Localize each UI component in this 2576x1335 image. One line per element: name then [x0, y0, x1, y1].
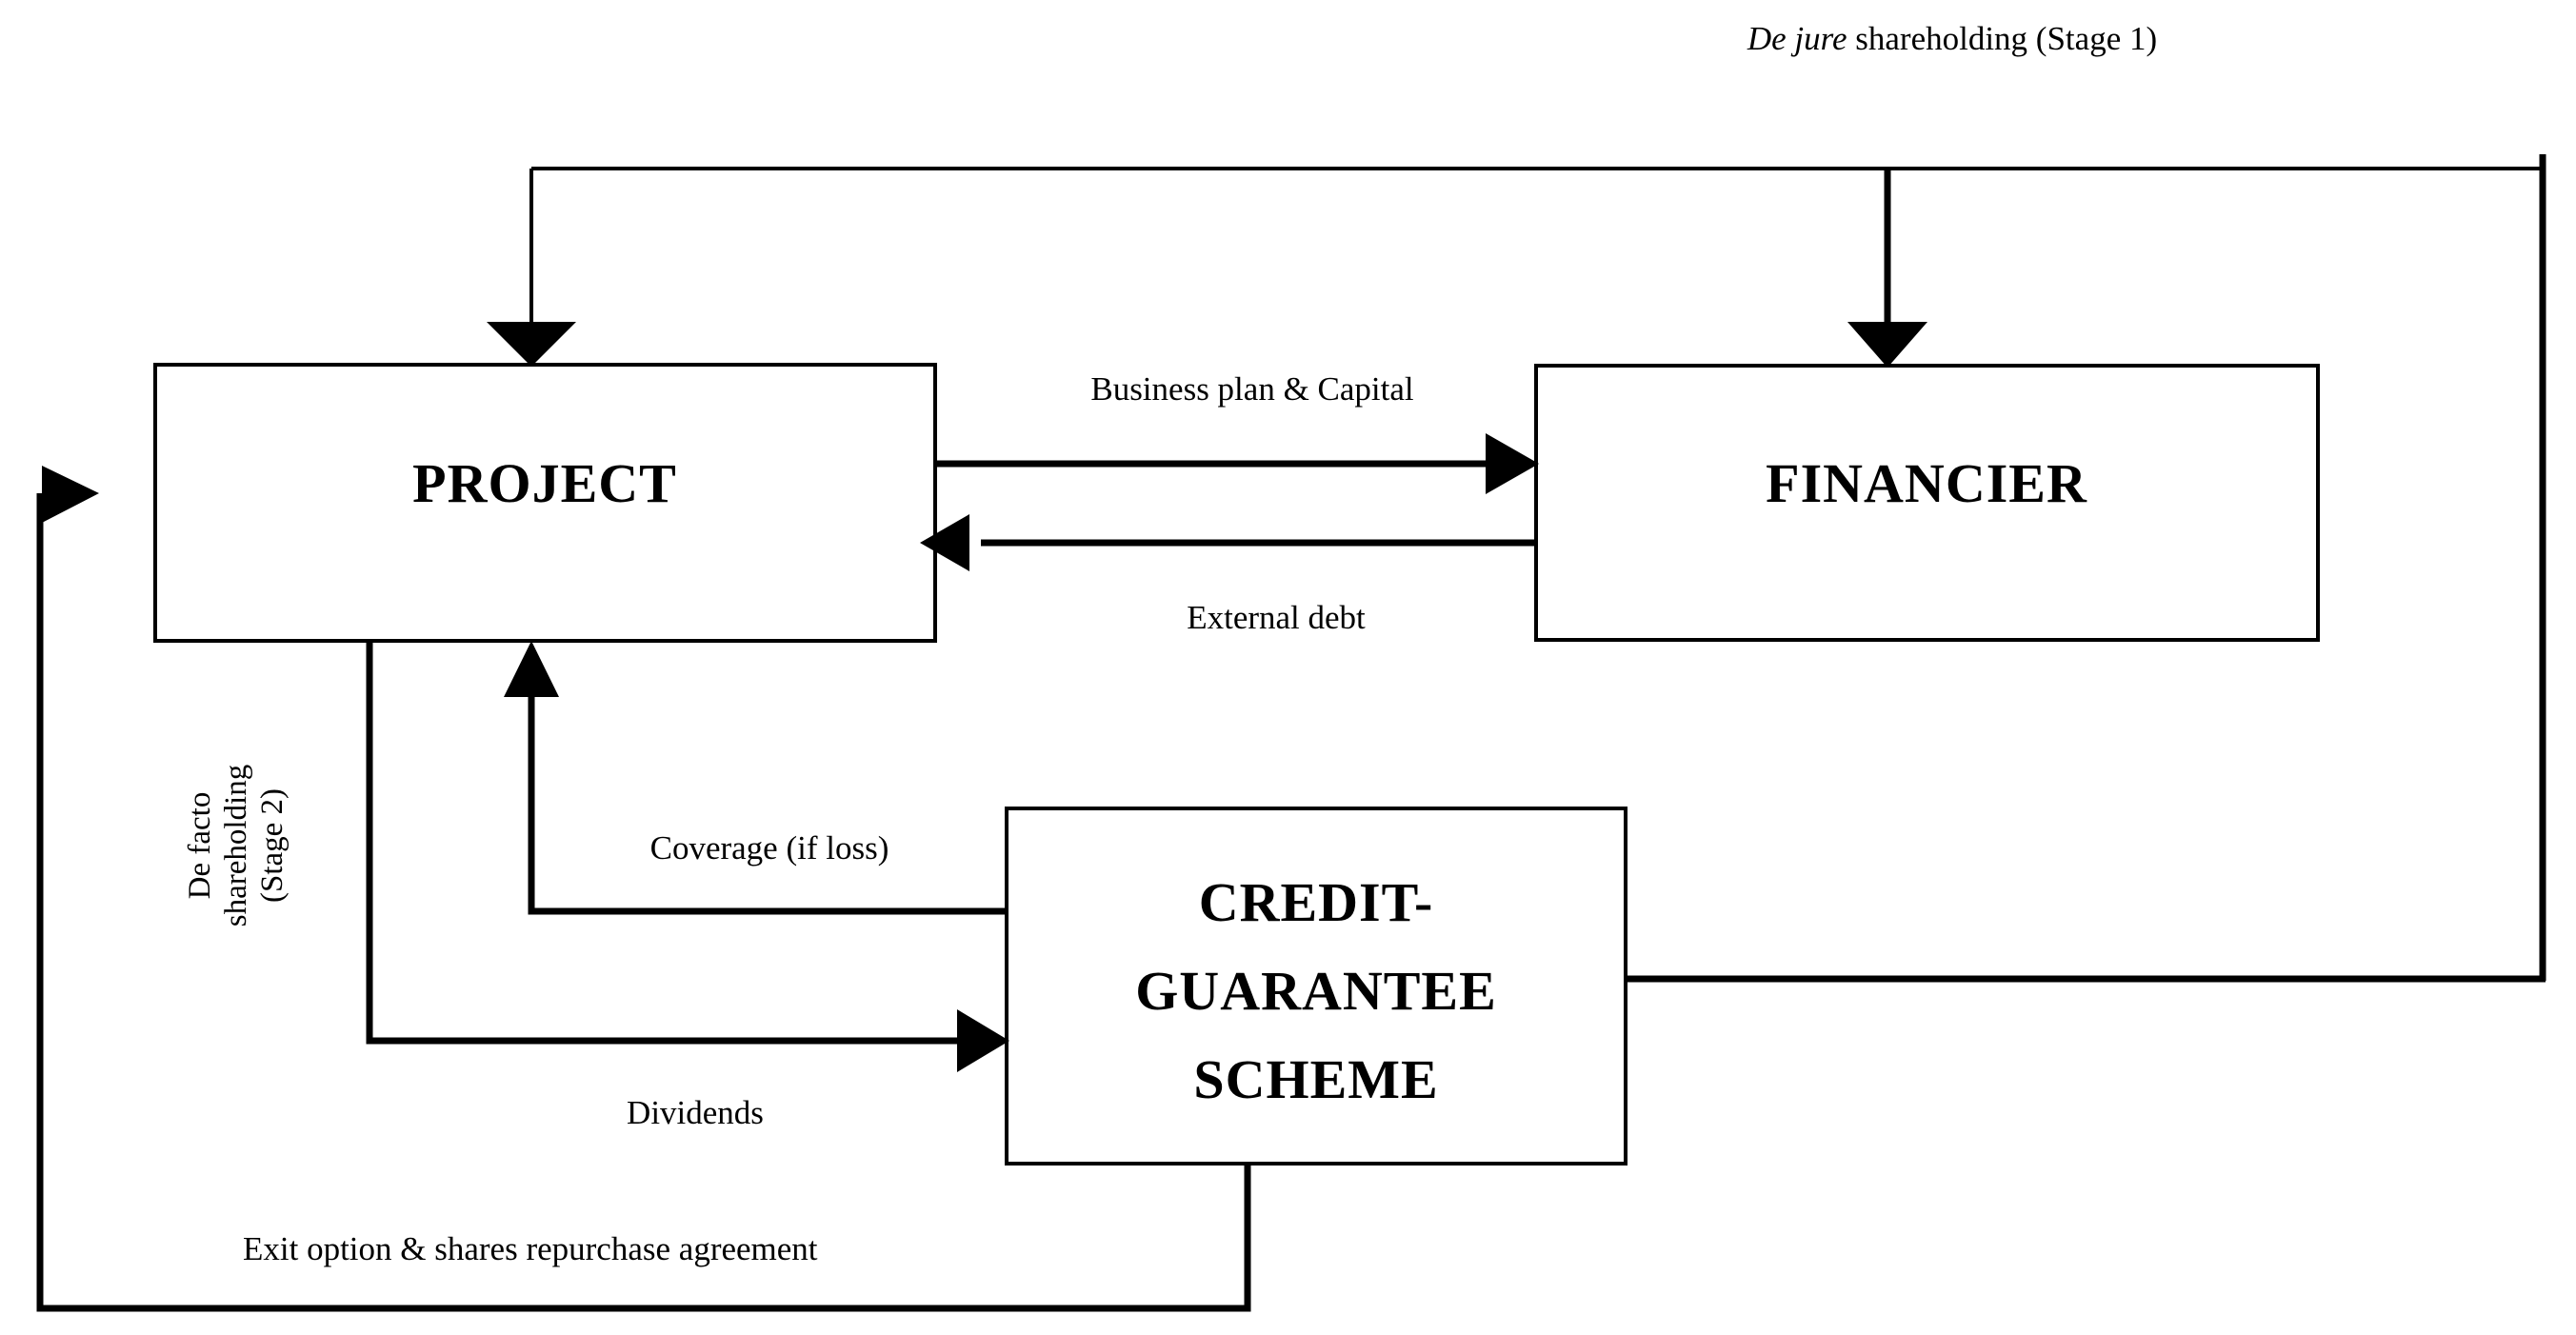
label-de-facto-line2: shareholding: [219, 765, 253, 927]
label-de-jure-shareholding: De jure shareholding (Stage 1): [1747, 20, 2157, 57]
arrowhead-down-financier: [1847, 322, 1927, 368]
label-external-debt: External debt: [1187, 599, 1366, 636]
arrowhead-right-financier: [1486, 433, 1539, 494]
label-exit-option: Exit option & shares repurchase agreemen…: [243, 1230, 818, 1267]
node-cgs-label-line1: CREDIT-: [1199, 871, 1434, 933]
arrowhead-left-project: [920, 514, 969, 571]
node-project-label: PROJECT: [412, 452, 677, 514]
node-credit-guarantee-scheme-box[interactable]: [1005, 807, 1627, 1166]
arrowhead-right-project-exit: [42, 466, 99, 523]
edge-coverage-line: [528, 695, 1007, 915]
label-de-facto-line3: (Stage 2): [255, 788, 290, 903]
label-dividends: Dividends: [627, 1094, 764, 1131]
node-cgs-label-line2: GUARANTEE: [1135, 960, 1497, 1022]
label-business-plan-capital: Business plan & Capital: [1090, 370, 1414, 408]
edge-exit-option-line: [36, 493, 1251, 1312]
node-cgs-label-line3: SCHEME: [1193, 1048, 1438, 1110]
node-project-box[interactable]: [153, 363, 937, 643]
arrowhead-right-cgs-dividends: [957, 1009, 1009, 1072]
label-coverage-if-loss: Coverage (if loss): [650, 829, 889, 867]
label-de-facto-italic: De facto: [183, 792, 217, 900]
label-de-jure-italic: De jure: [1747, 20, 1847, 57]
label-de-jure-rest: shareholding (Stage 1): [1847, 20, 2158, 57]
node-financier-label: FINANCIER: [1766, 452, 2087, 514]
label-de-facto-group: De facto shareholding (Stage 2): [183, 765, 290, 927]
node-financier-box[interactable]: [1534, 364, 2320, 642]
arrowhead-down-project: [487, 322, 576, 367]
arrowhead-up-project-coverage: [504, 641, 559, 697]
edge-dividends-line: [366, 641, 962, 1045]
